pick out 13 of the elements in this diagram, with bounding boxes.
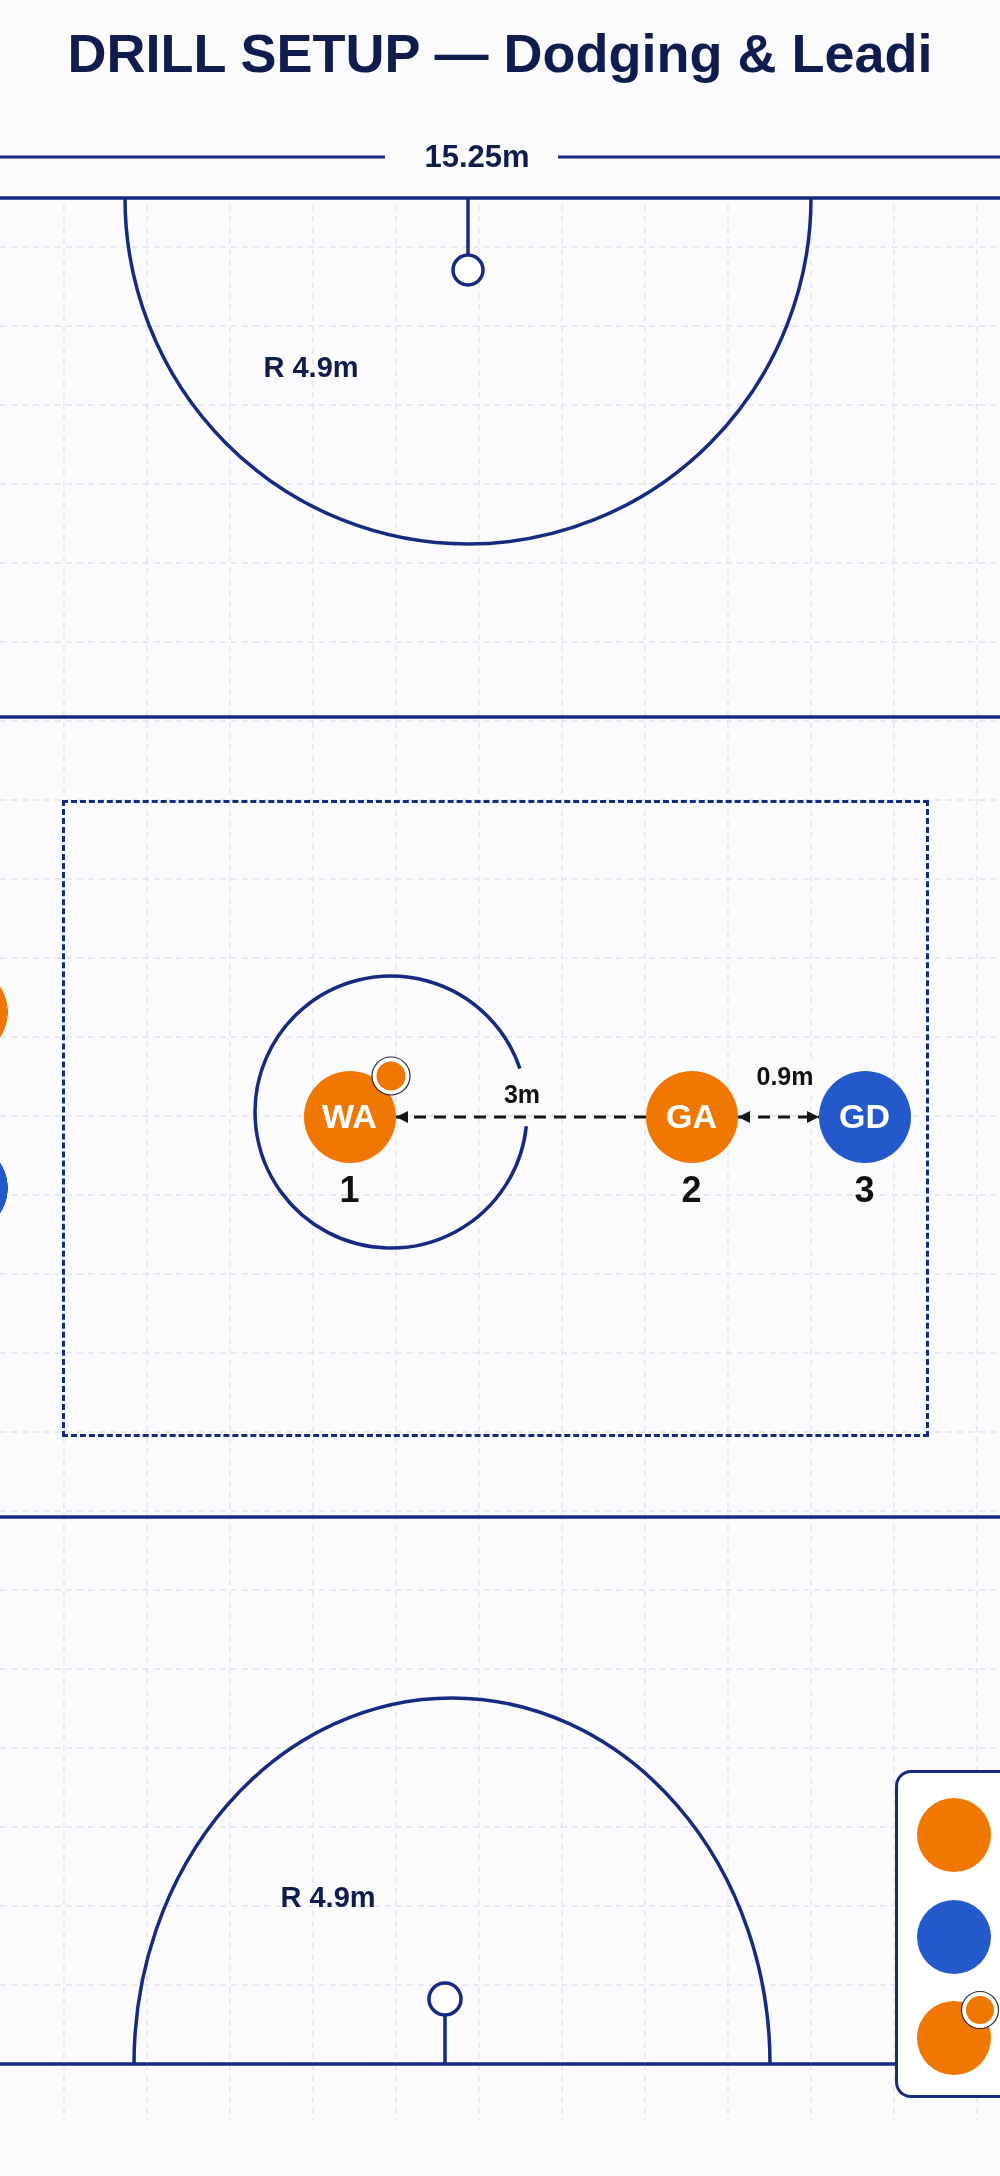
- dashed-arrow: [396, 1111, 646, 1123]
- radius-label: R 4.9m: [263, 350, 359, 384]
- player-marker: GA: [645, 1070, 738, 1163]
- drill-area: [62, 800, 929, 1437]
- player-number: 1: [339, 1168, 360, 1211]
- radius-label: R 4.9m: [280, 1880, 376, 1914]
- dimension-label: 15.25m: [424, 139, 530, 175]
- player-number: 3: [854, 1168, 875, 1211]
- title: DRILL SETUP — Dodging & Leadi: [67, 22, 933, 84]
- dashed-double-arrow: [738, 1111, 819, 1123]
- player-marker: GD: [818, 1070, 911, 1163]
- player-number: 2: [681, 1168, 702, 1211]
- player-marker: WA: [303, 1070, 396, 1163]
